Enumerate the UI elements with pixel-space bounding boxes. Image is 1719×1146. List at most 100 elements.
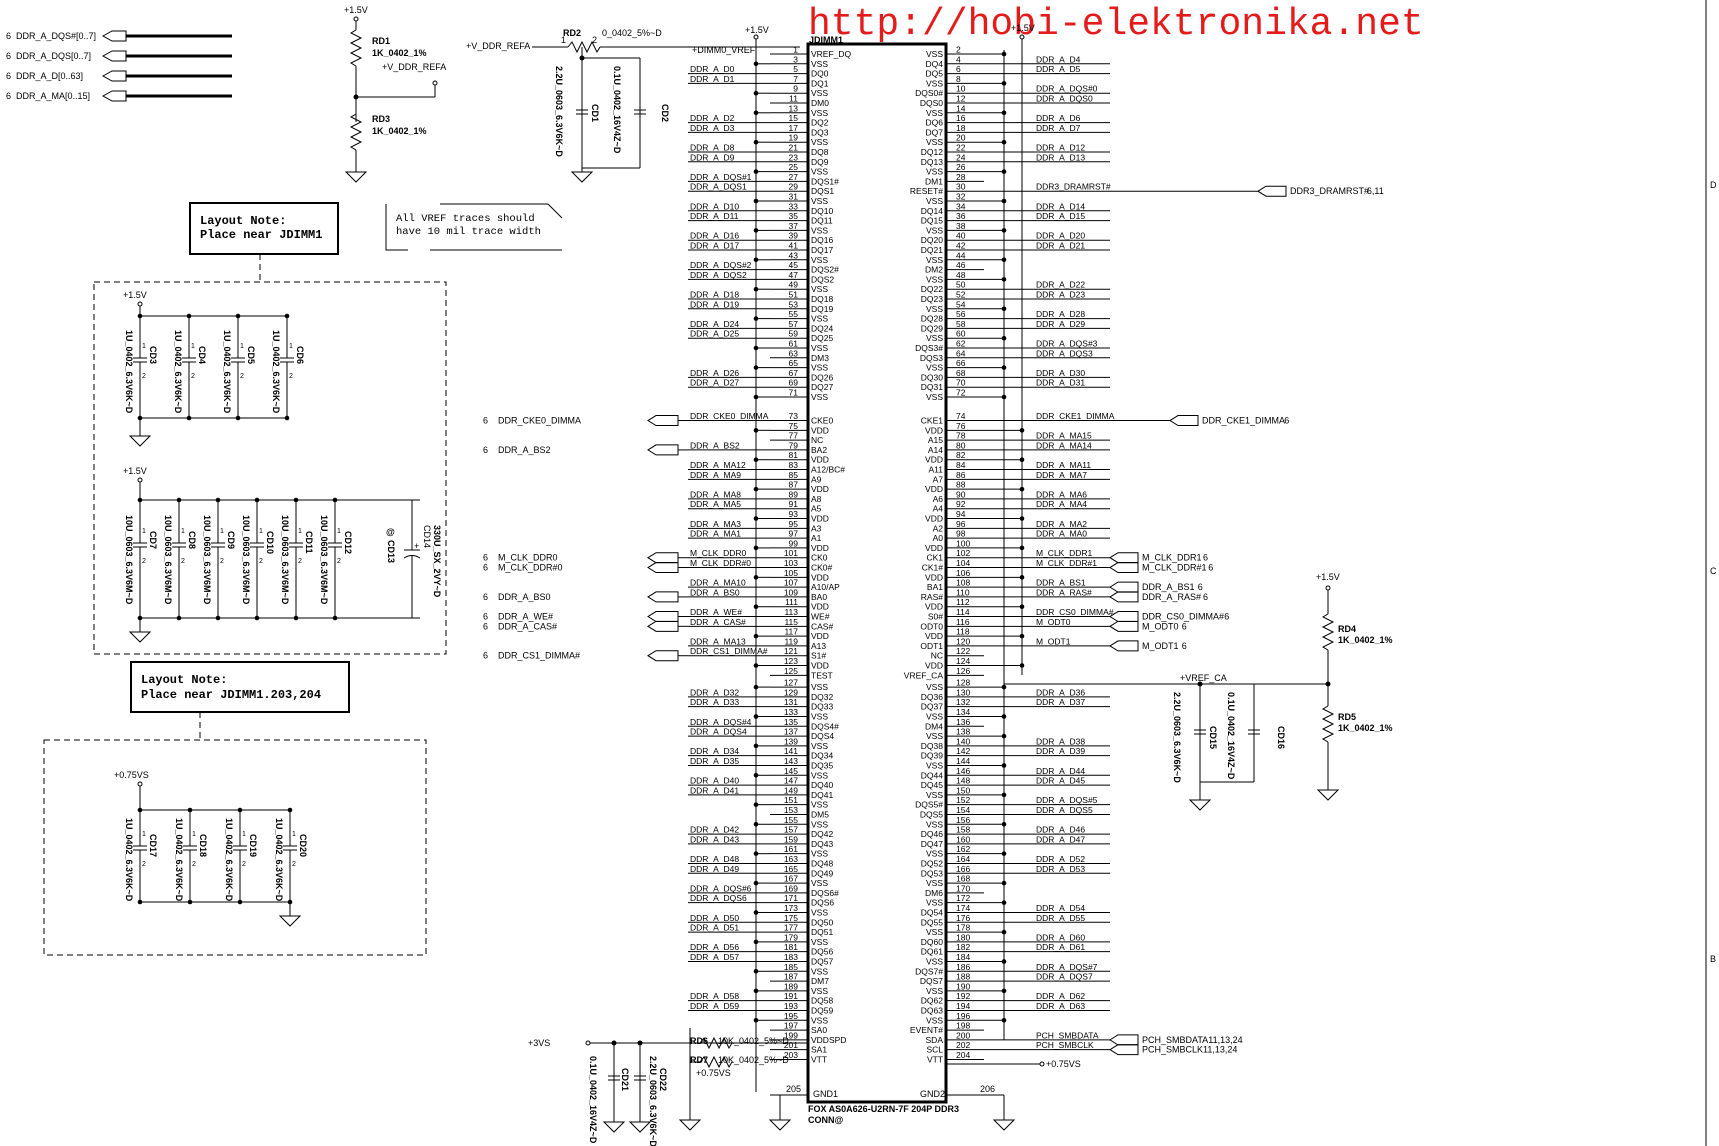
pin-name: DQ30 [921, 372, 943, 382]
net-label: DDR_A_DQS#1 [690, 172, 752, 182]
net-label: DDR_A_D53 [1036, 864, 1085, 874]
port-name: DDR_CS1_DIMMA# [498, 651, 580, 661]
pin-name: DQ51 [811, 927, 833, 937]
pin-number: 28 [956, 172, 966, 182]
port-symbol[interactable]: DDR3_DRAMRST#6,11 [1110, 185, 1384, 197]
pin-name: VDD [925, 631, 943, 641]
pin-name: VSS [926, 225, 943, 235]
svg-text:206: 206 [980, 1084, 995, 1094]
dimm-connector: JDIMM1 FOX AS0A626-U2RN-7F 204P DDR3 CON… [688, 35, 1115, 1131]
pin-name: A2 [933, 523, 944, 533]
pin-number: 161 [784, 844, 798, 854]
svg-text:0_0402_5%~D: 0_0402_5%~D [602, 28, 662, 38]
cap-value: 1U_0402_6.3V6K~D [224, 818, 234, 902]
pin-name: DQ63 [921, 1005, 943, 1015]
net-label: DDR_A_D30 [1036, 368, 1085, 378]
pin-number: 75 [789, 421, 799, 431]
pin-name: VSS [811, 196, 828, 206]
port-symbol[interactable]: DDR_A_RAS#6 [1109, 591, 1208, 603]
pin-number: 170 [956, 883, 970, 893]
pin-number: 90 [956, 489, 966, 499]
pin-name: DQ45 [921, 780, 943, 790]
pin-name: VSS [926, 108, 943, 118]
bus-port[interactable]: 6 DDR_A_DQS#[0..7] [6, 30, 232, 42]
svg-text:0.1U_0402_16V4Z~D: 0.1U_0402_16V4Z~D [612, 66, 622, 154]
pin-number: 183 [784, 952, 798, 962]
port-symbol[interactable]: DDR_CS0_DIMMA#6 [1109, 611, 1229, 623]
pin-number: 191 [784, 991, 798, 1001]
pin-name: VSS [926, 790, 943, 800]
bus-port[interactable]: 6 DDR_A_DQS[0..7] [6, 50, 232, 62]
pin-name: RAS# [921, 592, 943, 602]
pin-name: DQ50 [811, 917, 833, 927]
pin-name: DQ27 [811, 382, 833, 392]
svg-text:1: 1 [181, 528, 185, 535]
svg-text:10K_0402_5%~D: 10K_0402_5%~D [718, 1036, 789, 1046]
pin-number: 27 [789, 172, 799, 182]
pin-number: 48 [956, 270, 966, 280]
pin-number: 35 [789, 211, 799, 221]
pin-number: 33 [789, 201, 799, 211]
pin-number: 136 [956, 717, 970, 727]
cap-value: 10U_0603_6.3V6M~D [241, 515, 251, 605]
net-label: DDR_A_D8 [690, 143, 735, 153]
bus-port[interactable]: 6 DDR_A_MA[0..15] [6, 90, 232, 102]
net-label: DDR_CKE1_DIMMA [1036, 411, 1115, 421]
pin-number: 88 [956, 480, 966, 490]
cap-value: 1U_0402_6.3V6K~D [222, 330, 232, 414]
net-label: DDR_A_MA9 [690, 470, 741, 480]
svg-text:CD22: CD22 [658, 1068, 668, 1091]
pin-number: 166 [956, 864, 970, 874]
net-label: DDR_A_D29 [1036, 319, 1085, 329]
pin-number: 109 [784, 587, 798, 597]
pin-name: VSS [811, 284, 828, 294]
pin-number: 198 [956, 1021, 970, 1031]
pin-number: 55 [789, 309, 799, 319]
bus-port[interactable]: 6 DDR_A_D[0..63] [6, 70, 232, 82]
pin-number: 126 [956, 666, 970, 676]
pin-name: A1 [811, 533, 822, 543]
pin-name: DQ32 [811, 692, 833, 702]
svg-text:Layout Note:: Layout Note: [141, 673, 227, 687]
port-name: DDR3_DRAMRST# [1290, 186, 1369, 196]
svg-text:2: 2 [181, 558, 185, 565]
svg-text:@: @ [386, 527, 395, 537]
svg-text:CD15: CD15 [1208, 726, 1218, 749]
svg-text:RD2: RD2 [563, 28, 581, 38]
port-name: M_CLK_DDR#0 [498, 563, 563, 573]
pin-number: 26 [956, 162, 966, 172]
net-label: DDR_A_RAS# [1036, 587, 1092, 597]
pin-number: 121 [784, 646, 798, 656]
pin-name: NC [931, 651, 943, 661]
